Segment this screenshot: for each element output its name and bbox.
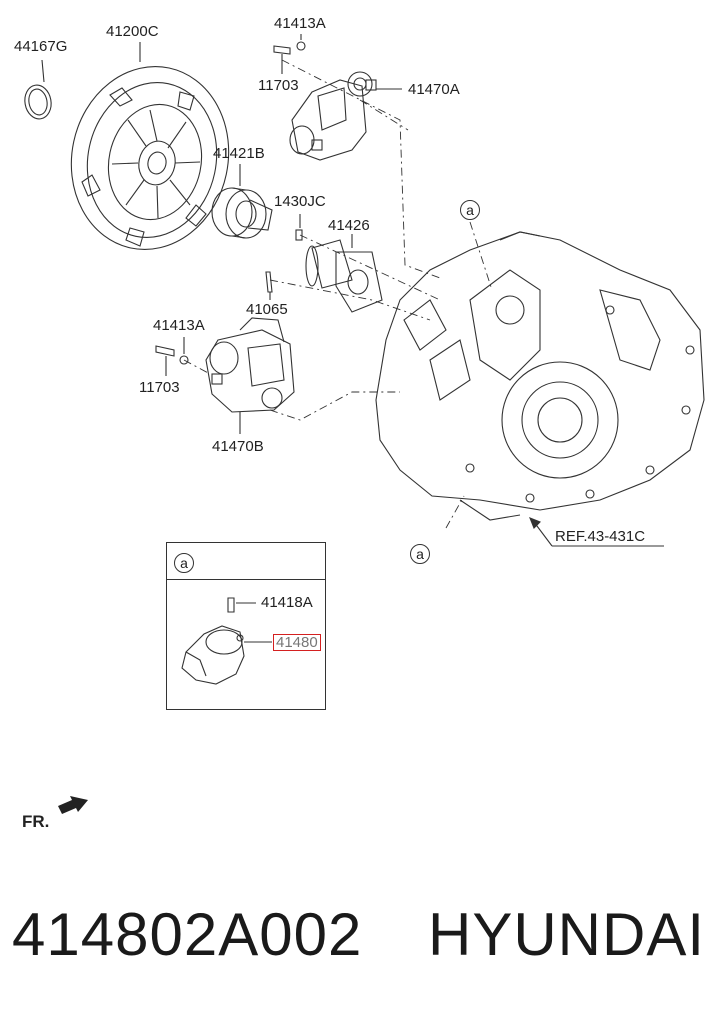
front-label: FR. — [22, 812, 50, 831]
label-bolt-top[interactable]: 41413A — [274, 15, 326, 32]
actuator-bottom-icon — [205, 317, 295, 413]
ref-label[interactable]: REF.43-431C — [555, 528, 646, 545]
detail-inset: a — [166, 542, 326, 710]
label-sensor-highlighted[interactable]: 41480 — [273, 634, 321, 651]
front-arrow-icon — [58, 796, 88, 814]
label-bolt-mid[interactable]: 41065 — [246, 301, 288, 318]
inset-divider — [167, 579, 325, 580]
label-release-bearing[interactable]: 41421B — [213, 145, 265, 162]
sensor-icon — [181, 625, 245, 685]
snap-ring-icon — [24, 84, 52, 120]
actuator-top-icon — [289, 71, 377, 161]
callout-a-top: a — [460, 200, 480, 220]
label-inset-bolt[interactable]: 41418A — [261, 594, 313, 611]
label-clutch-cover[interactable]: 41200C — [106, 23, 159, 40]
brand-name: HYUNDAI — [428, 901, 706, 968]
label-screw-left[interactable]: 11703 — [139, 379, 180, 396]
transmission-housing-icon — [375, 231, 705, 521]
label-snap-ring[interactable]: 44167G — [14, 38, 68, 55]
part-number: 414802A002 — [12, 901, 363, 968]
release-bearing-icon — [211, 187, 273, 239]
label-actuator-bottom[interactable]: 41470B — [212, 438, 264, 455]
clutch-cover-icon — [70, 66, 230, 250]
inset-bolt-icon — [227, 597, 235, 613]
callout-a-bottom: a — [410, 544, 430, 564]
label-actuator-top[interactable]: 41470A — [408, 81, 460, 98]
guide-tube-icon — [305, 239, 383, 313]
footer: 414802A002 HYUNDAI — [0, 880, 719, 990]
diagram-drawing — [24, 34, 705, 814]
label-bolt-left[interactable]: 41413A — [153, 317, 205, 334]
inset-callout-a: a — [174, 553, 194, 573]
bolt-icon — [265, 271, 273, 293]
label-guide-tube[interactable]: 41426 — [328, 217, 370, 234]
label-screw-top[interactable]: 11703 — [258, 77, 299, 94]
label-pin[interactable]: 1430JC — [274, 193, 326, 210]
pin-icon — [295, 229, 303, 241]
